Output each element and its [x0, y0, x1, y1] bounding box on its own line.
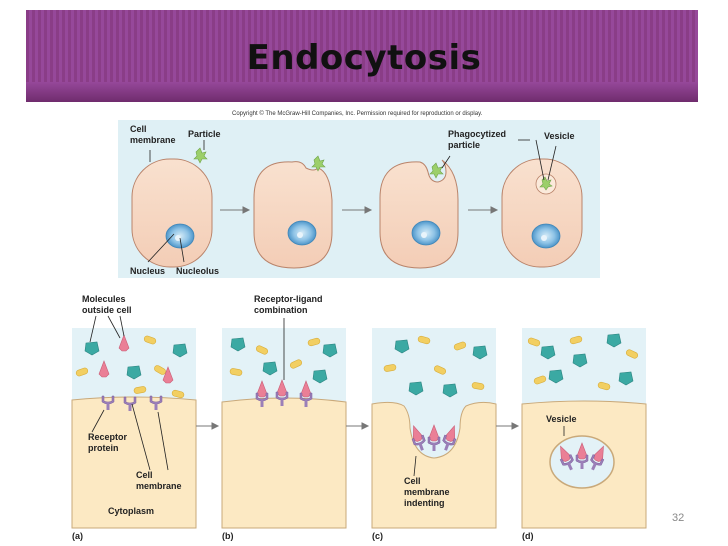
- panel-id-d: (d): [522, 531, 534, 541]
- panel-id-a: (a): [72, 531, 83, 541]
- label-receptor-ligand: Receptor-ligand combination: [254, 294, 323, 315]
- label-vesicle-bottom: Vesicle: [546, 414, 577, 424]
- page-number: 32: [672, 512, 685, 524]
- stage-arrows: [220, 206, 499, 214]
- cell-stage-3: [379, 159, 459, 269]
- panel-arrows: [196, 422, 520, 430]
- label-cell-membrane-indenting: Cell membrane indenting: [404, 476, 450, 508]
- label-phagocytized-particle: Phagocytized particle: [448, 129, 507, 150]
- label-receptor-protein: Receptor protein: [88, 432, 128, 453]
- label-particle: Particle: [188, 129, 221, 139]
- copyright-notice: Copyright © The McGraw-Hill Companies, I…: [232, 111, 483, 117]
- panel-b: [221, 328, 347, 529]
- particle-icon: [429, 162, 444, 179]
- label-nucleus: Nucleus: [130, 266, 166, 276]
- label-cytoplasm: Cytoplasm: [108, 506, 155, 516]
- panel-c: [371, 328, 497, 529]
- panel-d: [521, 328, 647, 529]
- title-banner: [26, 10, 698, 102]
- label-nucleolus: Nucleolus: [176, 266, 220, 276]
- panel-id-b: (b): [222, 531, 234, 541]
- page-title: Endocytosis: [246, 38, 482, 78]
- label-vesicle-top: Vesicle: [544, 131, 575, 141]
- label-cell-membrane: Cell membrane: [130, 124, 176, 145]
- label-molecules-outside-cell: Molecules outside cell: [82, 294, 132, 315]
- panel-a: [71, 328, 197, 529]
- cell-stage-2: [253, 155, 333, 269]
- cell-stage-4: [501, 158, 583, 268]
- particle-icon: [193, 147, 208, 164]
- label-cell-membrane-a: Cell membrane: [136, 470, 182, 491]
- bottom-leader-lines: [89, 315, 565, 477]
- panel-id-c: (c): [372, 531, 383, 541]
- top-leader-lines: [147, 139, 557, 263]
- cell-stage-1: [131, 147, 213, 268]
- particle-icon: [539, 176, 553, 191]
- particle-icon: [311, 155, 326, 172]
